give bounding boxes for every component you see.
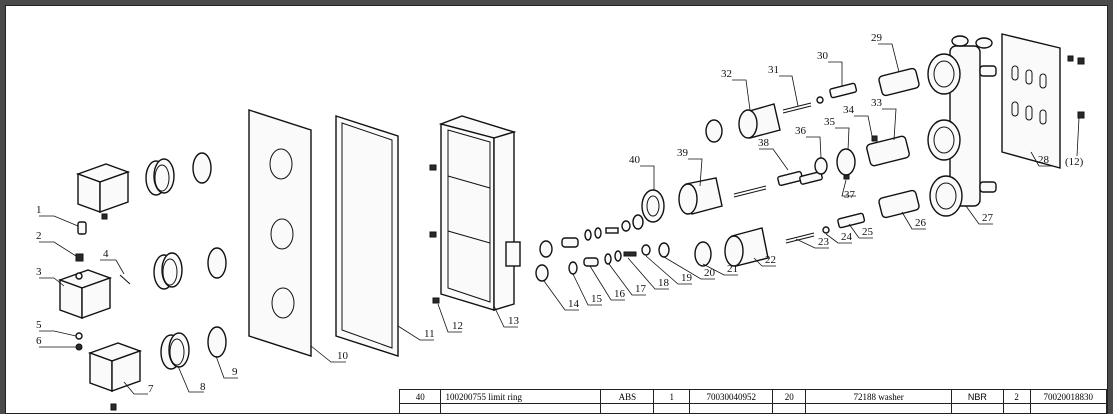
cartridges	[836, 67, 920, 219]
handle-top	[75, 163, 131, 220]
spindles	[733, 82, 866, 244]
label-12: 12	[452, 320, 463, 332]
part-labels: 1 2 3 4 5 6 7 8 9 10 11 12 13 14 15 16 1…	[36, 32, 1084, 395]
label-33: 33	[871, 97, 883, 109]
label-27: 27	[982, 212, 994, 224]
label-38: 38	[758, 137, 770, 149]
label-15: 15	[591, 293, 603, 305]
label-30: 30	[817, 50, 829, 62]
label-7: 7	[148, 383, 154, 395]
label-13: 13	[508, 315, 520, 327]
bom-code	[689, 403, 774, 413]
label-40: 40	[629, 154, 641, 166]
label-16: 16	[614, 288, 626, 300]
label-32: 32	[721, 68, 732, 80]
label-39: 39	[677, 147, 689, 159]
gasket	[335, 115, 399, 357]
bom-code-2	[1029, 403, 1107, 413]
label-4: 4	[103, 248, 109, 260]
table-row: 40 100200755 limit ring ABS 1 7003004095…	[398, 389, 1107, 404]
bom-description-2: 72188 washer	[805, 389, 953, 404]
exploded-view-diagram: 1 2 3 4 5 6 7 8 9 10 11 12 13 14 15 16 1…	[36, 32, 1085, 411]
label-28: 28	[1038, 154, 1050, 166]
label-2: 2	[36, 230, 42, 242]
bom-no-2: 20	[772, 389, 807, 404]
bill-of-materials: 40 100200755 limit ring ABS 1 7003004095…	[398, 389, 1107, 413]
label-10: 10	[337, 350, 349, 362]
small-parts-left	[75, 221, 131, 351]
drawing-sheet: 1 2 3 4 5 6 7 8 9 10 11 12 13 14 15 16 1…	[5, 5, 1108, 414]
label-23: 23	[818, 236, 830, 248]
label-8: 8	[200, 381, 206, 393]
bom-description: 100200755 limit ring	[440, 389, 602, 404]
bom-no	[398, 403, 442, 413]
label-36: 36	[795, 125, 807, 137]
handle-bottom	[87, 342, 143, 411]
label-3: 3	[36, 266, 42, 278]
sleeves-and-rings	[145, 152, 227, 370]
bom-qty-2	[1002, 403, 1031, 413]
label-11: 11	[424, 328, 435, 340]
bom-qty: 1	[653, 389, 691, 404]
label-26: 26	[915, 217, 927, 229]
label-9: 9	[232, 366, 238, 378]
leader-lines	[39, 43, 1080, 395]
label-1: 1	[36, 204, 42, 216]
label-5: 5	[36, 319, 42, 331]
label-6: 6	[36, 335, 42, 347]
mounting-bracket	[1001, 33, 1085, 169]
label-25: 25	[862, 226, 874, 238]
bom-qty	[653, 403, 691, 413]
cylinders-middle	[641, 103, 781, 267]
bom-no-2	[772, 403, 807, 413]
label-17: 17	[635, 283, 647, 295]
label-35: 35	[824, 116, 836, 128]
stem-parts-lower	[535, 214, 670, 282]
bom-code-2: 70020018830	[1029, 389, 1107, 404]
bom-material	[600, 403, 655, 413]
valve-body	[927, 35, 997, 217]
label-20: 20	[704, 267, 716, 279]
bom-qty-2: 2	[1002, 389, 1031, 404]
label-18: 18	[658, 277, 670, 289]
bom-description-2	[805, 403, 953, 413]
label-29: 29	[871, 32, 883, 44]
label-34: 34	[843, 104, 855, 116]
bom-material-2	[951, 403, 1004, 413]
bom-material-2: NBR	[951, 389, 1004, 404]
cover-plate	[248, 109, 312, 357]
label-14: 14	[568, 298, 580, 310]
bom-no: 40	[398, 389, 442, 404]
bom-code: 70030040952	[689, 389, 774, 404]
mounting-box	[429, 115, 521, 311]
handle-middle	[57, 269, 113, 319]
label-31: 31	[768, 64, 779, 76]
label-22: 22	[765, 254, 776, 266]
bom-description	[440, 403, 602, 413]
label-19: 19	[681, 272, 693, 284]
label-37: 37	[844, 189, 856, 201]
table-row	[398, 403, 1107, 413]
bom-material: ABS	[600, 389, 655, 404]
label-12-bracket: (12)	[1065, 156, 1084, 168]
label-24: 24	[841, 231, 853, 243]
label-21: 21	[727, 263, 738, 275]
